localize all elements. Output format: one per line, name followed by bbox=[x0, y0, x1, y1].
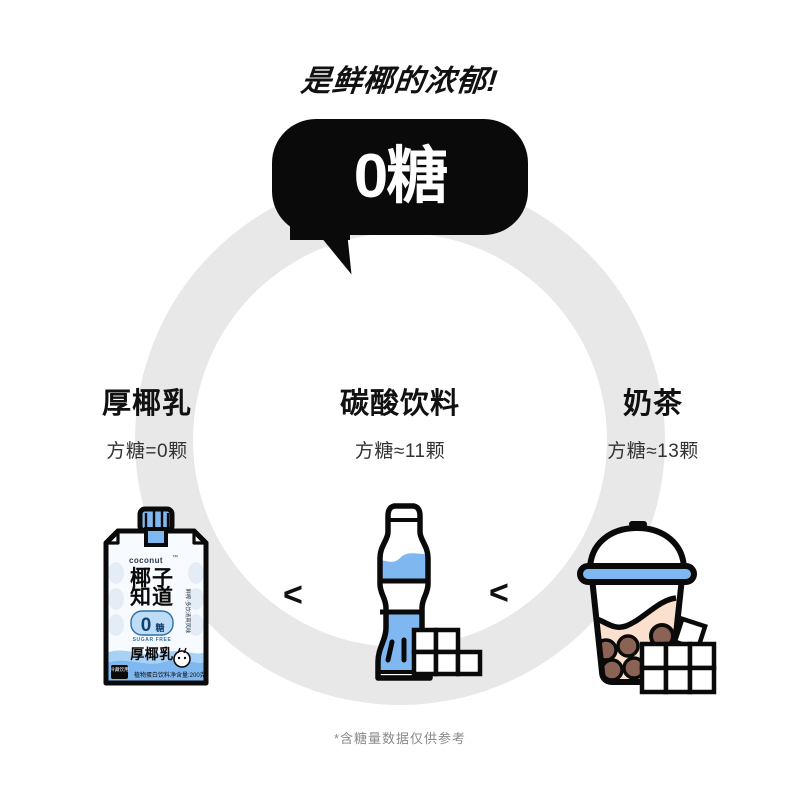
less-than-sign-2: < bbox=[489, 574, 509, 612]
carton-cap-icon bbox=[137, 506, 175, 547]
sugar-cube bbox=[639, 665, 669, 695]
column-sugar-text: 方糖≈13颗 bbox=[607, 441, 699, 462]
sugar-cube-group bbox=[639, 641, 717, 695]
cup-dome-lid bbox=[587, 525, 687, 573]
sugar-cube bbox=[411, 649, 439, 677]
carton-sugar-badge bbox=[130, 610, 174, 636]
carton-brand-line2: 知道 bbox=[130, 585, 174, 609]
carton-product-name: 厚椰乳 bbox=[130, 646, 174, 662]
carton-badge-unit: 糖 bbox=[155, 622, 164, 633]
sugar-cube bbox=[687, 641, 717, 671]
carton-brand-line1: 椰子 bbox=[130, 566, 174, 590]
column-sugar-text: 方糖=0颗 bbox=[106, 441, 188, 462]
carton-trademark: ™ bbox=[172, 554, 178, 561]
sugar-cube-group bbox=[411, 627, 483, 677]
carton-fold-lines bbox=[106, 531, 206, 545]
footnote: *含糖量数据仅供参考 bbox=[333, 731, 467, 746]
sugar-cube bbox=[639, 641, 669, 671]
carton-artwork: coconut ™ 椰子 知道 0 糖 SUGAR FREE 鲜榨·多饮清爽风味… bbox=[106, 554, 206, 683]
carton-brand-latin: coconut bbox=[129, 556, 163, 565]
sugar-cube bbox=[433, 649, 461, 677]
carton-net-weight: 净含量:200克 bbox=[170, 671, 206, 679]
cup-rim-band bbox=[577, 563, 697, 585]
less-than-sign-1: < bbox=[283, 576, 303, 614]
column-title: 奶茶 bbox=[622, 388, 683, 420]
column-coconut-milk: 厚椰乳 方糖=0颗 bbox=[27, 380, 267, 463]
soda-bottle-icon bbox=[352, 502, 483, 690]
carton-corner-tag: 冷藏饮用 bbox=[110, 666, 129, 673]
column-carbonated-drink: 碳酸饮料 方糖≈11颗 bbox=[280, 380, 520, 463]
carton-side-text: 鲜榨·多饮清爽风味 bbox=[184, 589, 192, 635]
column-milk-tea: 奶茶 方糖≈13颗 bbox=[533, 380, 773, 463]
boba-pearl bbox=[616, 634, 640, 658]
sugar-cube bbox=[663, 641, 693, 671]
coconut-glyph-icon bbox=[173, 647, 191, 668]
carton-badge-value: 0 bbox=[141, 615, 152, 636]
carton-corner-tag-bg bbox=[111, 665, 128, 679]
sugar-cube bbox=[687, 665, 717, 695]
column-title: 厚椰乳 bbox=[101, 388, 192, 420]
sugar-cube bbox=[663, 665, 693, 695]
speech-bubble-label: 0糖 bbox=[353, 142, 448, 211]
speech-bubble-body: 0糖 bbox=[272, 119, 528, 235]
bubble-tea-cup-icon bbox=[566, 514, 718, 695]
carton-category: 植物蛋白饮料 bbox=[134, 671, 170, 679]
sugar-cube bbox=[433, 627, 461, 655]
soda-liquid-top bbox=[378, 552, 430, 580]
column-title: 碳酸饮料 bbox=[339, 388, 460, 420]
page-title: 是鲜椰的浓郁! bbox=[299, 65, 500, 98]
coconut-milk-carton-icon: coconut ™ 椰子 知道 0 糖 SUGAR FREE 鲜榨·多饮清爽风味… bbox=[94, 506, 218, 693]
sugar-cube bbox=[455, 649, 483, 677]
sugar-cube bbox=[411, 627, 439, 655]
column-sugar-text: 方糖≈11颗 bbox=[354, 441, 446, 462]
carton-watermark bbox=[108, 562, 204, 636]
carton-badge-sub: SUGAR FREE bbox=[133, 637, 172, 643]
